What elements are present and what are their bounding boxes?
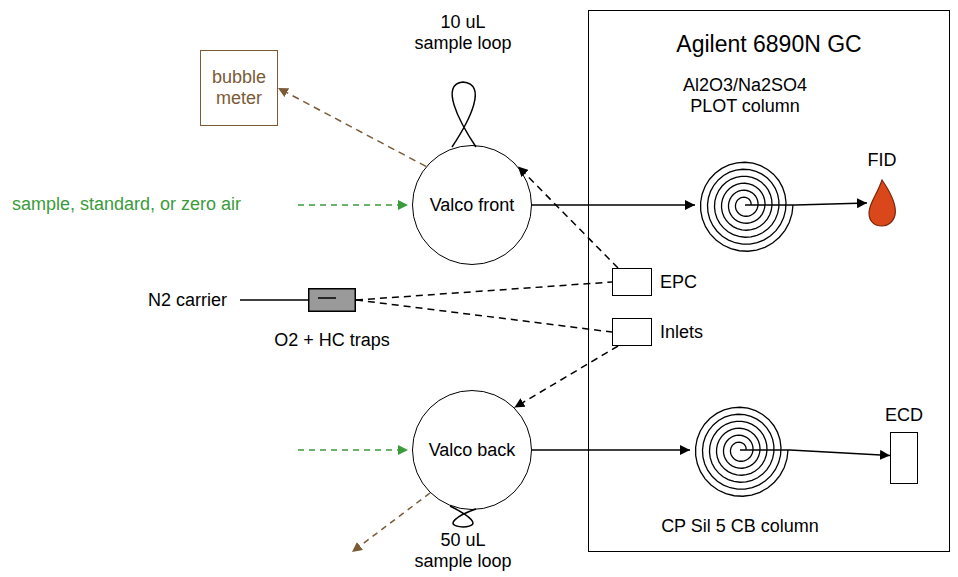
gas-line-dashed: [356, 300, 612, 332]
trap-box: O2 + HC traps: [274, 288, 390, 351]
coil-winding: [701, 162, 793, 251]
carrier-gas-label: N2 carrier: [148, 290, 227, 311]
node-label: O2 + HC traps: [274, 330, 390, 351]
inlet-outline: [612, 318, 652, 346]
gas-source-label: sample, standard, or zero air: [12, 194, 241, 215]
node-label: Valco front: [430, 195, 515, 216]
inlet-box: Inlets: [612, 318, 703, 346]
carrier-gas-label: N2 carrier: [148, 290, 227, 311]
detector-outline: [890, 432, 918, 484]
gas-source-label: sample, standard, or zero air: [12, 194, 241, 215]
bubble-meter-box: bubble meter: [200, 50, 278, 126]
flame-shape: [869, 180, 895, 226]
sample-loop: [452, 82, 476, 147]
carrier-gas-line: [240, 299, 308, 301]
trap-mark: [318, 297, 336, 299]
vent-arrow: [352, 493, 430, 552]
column-outlet: [745, 204, 795, 206]
trap-body: [309, 289, 356, 312]
sample-inlet-arrow: [298, 204, 408, 206]
flow-line: [795, 203, 867, 205]
loop-volume-label: 10 uL sample loop: [411, 12, 515, 54]
column-coil: CP Sil 5 CB column: [661, 400, 819, 537]
coil-winding: [696, 407, 788, 496]
gas-line-dashed: [514, 346, 618, 408]
node-label: EPC: [660, 272, 697, 293]
gas-line-dashed: [278, 88, 426, 166]
instrument-housing: Agilent 6890N GC EPC Inlets Al2O3/Na2SO4 PL…: [588, 10, 950, 552]
column-coil-drawing: [695, 155, 795, 255]
node-label: FID: [868, 150, 897, 171]
node-label: Valco back: [429, 440, 516, 461]
flow-line: [532, 449, 690, 451]
valve-circle: Valco front: [412, 145, 532, 265]
loop-volume-label: 10 uL sample loop: [411, 12, 515, 54]
column-outlet: [740, 449, 790, 451]
node-label: bubble meter: [207, 67, 271, 109]
node-label: CP Sil 5 CB column: [661, 516, 819, 537]
node-label: Inlets: [660, 322, 703, 343]
flow-line: [790, 450, 890, 455]
gas-line-dashed: [518, 166, 618, 268]
inlet-outline: [612, 268, 652, 296]
detector-flame: FID: [867, 150, 897, 227]
node-label: ECD: [885, 405, 923, 426]
column-coil: Al2O3/Na2SO4 PLOT column: [676, 75, 814, 255]
gas-line-dashed: [356, 282, 612, 300]
loop-volume-label: 50 uL sample loop: [411, 530, 515, 572]
sample-inlet-arrow: [298, 449, 408, 451]
valve-circle: Valco back: [412, 390, 532, 510]
trap-outline: [308, 288, 356, 312]
node-label: Agilent 6890N GC: [589, 31, 949, 58]
detector-box: ECD: [885, 405, 923, 484]
flame-outline: [867, 179, 897, 227]
loop-volume-label: 50 uL sample loop: [411, 530, 515, 572]
inlet-box: EPC: [612, 268, 697, 296]
node-label: Al2O3/Na2SO4 PLOT column: [676, 75, 814, 117]
column-coil-drawing: [690, 400, 790, 500]
